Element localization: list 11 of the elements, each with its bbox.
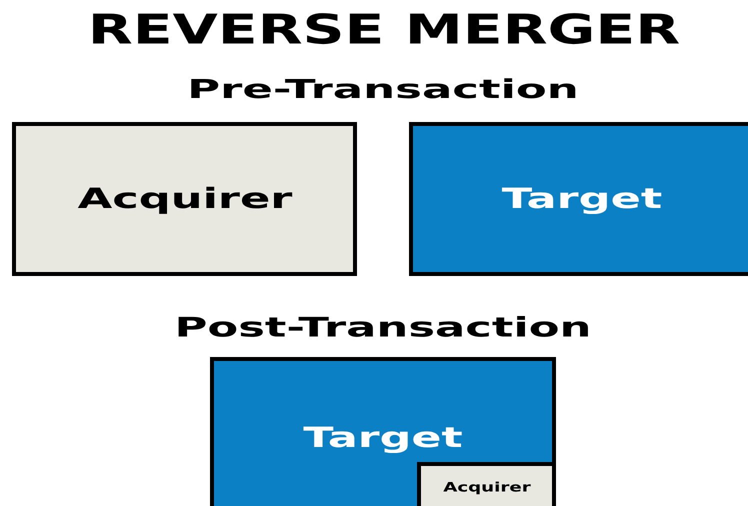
company-label: Acquirer	[442, 482, 530, 497]
section-heading: Post-Transaction	[174, 312, 592, 344]
company-label: Target	[502, 182, 662, 216]
company-box	[409, 122, 748, 276]
company-label: Target	[303, 422, 463, 454]
company-label: Acquirer	[77, 182, 292, 216]
company-box	[210, 357, 556, 506]
title: REVERSE MERGER	[88, 6, 680, 54]
section-heading: Pre-Transaction	[187, 76, 579, 106]
company-box	[417, 462, 552, 506]
company-box	[12, 122, 357, 276]
